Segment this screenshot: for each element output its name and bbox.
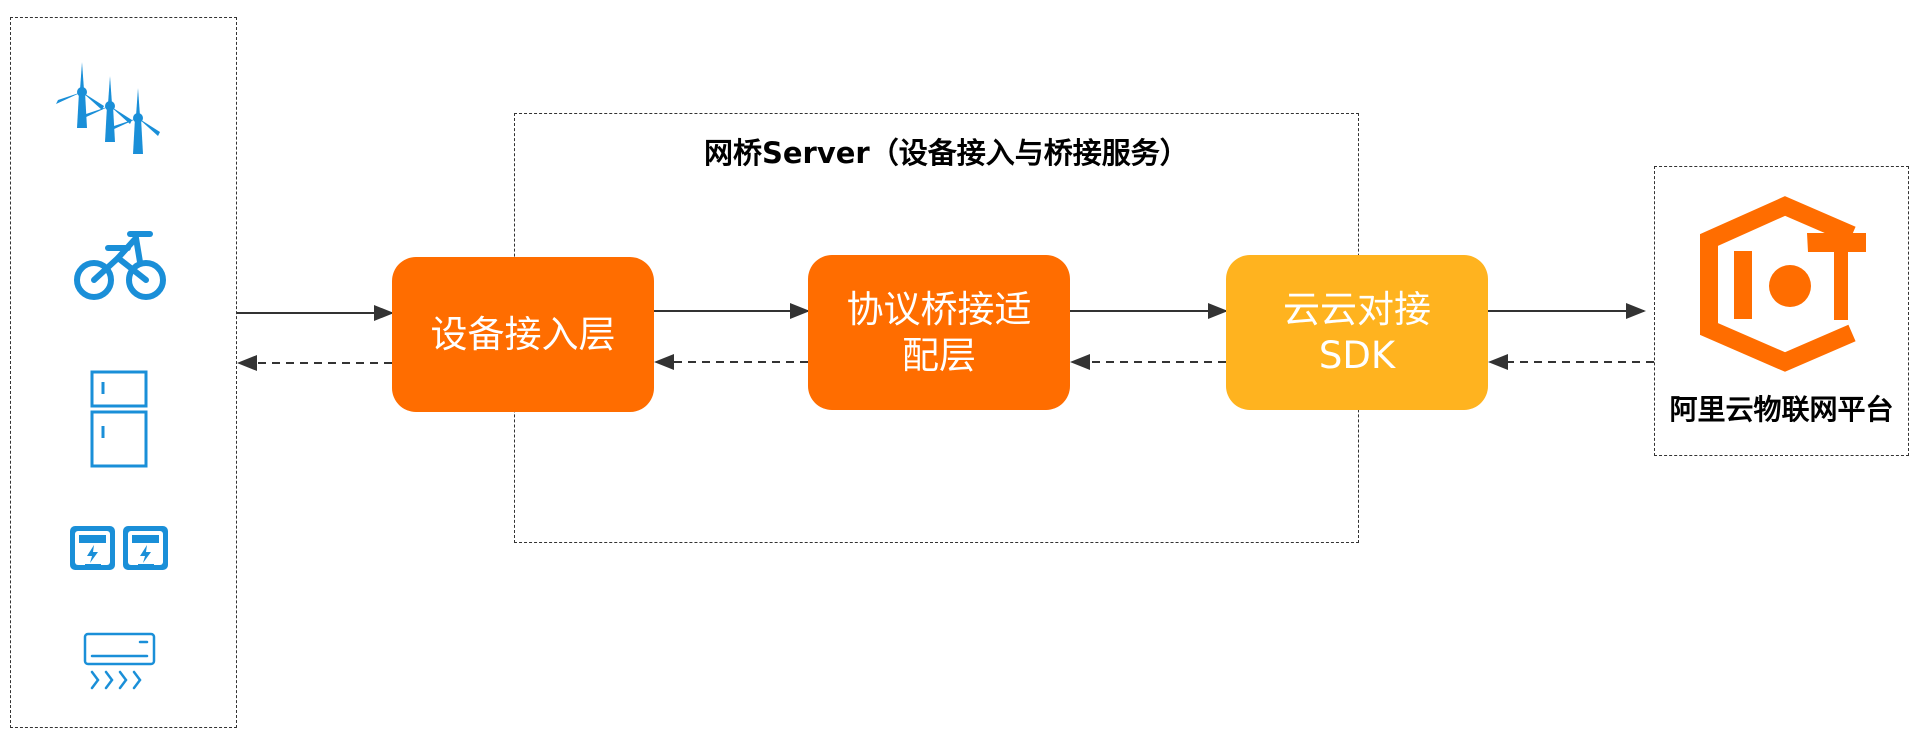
device-access-layer-line1: 设备接入层	[430, 312, 616, 356]
protocol-bridge-layer-line2: 配层	[902, 333, 976, 377]
cloud-sdk-layer: 云云对接 SDK	[1226, 255, 1488, 410]
device-access-layer: 设备接入层	[392, 257, 654, 412]
protocol-bridge-layer: 协议桥接适 配层	[808, 255, 1070, 410]
wind-turbine-icon	[56, 62, 160, 154]
server-title: 网桥Server（设备接入与桥接服务）	[704, 136, 1189, 170]
protocol-bridge-layer-line1: 协议桥接适	[846, 287, 1032, 331]
platform-label: 阿里云物联网平台	[1669, 393, 1894, 426]
platform-container	[1654, 166, 1909, 456]
bicycle-icon	[74, 231, 166, 300]
refrigerator-icon	[90, 370, 148, 468]
meter-icon	[70, 526, 168, 570]
cloud-sdk-layer-line2: SDK	[1318, 333, 1396, 377]
devices-container	[10, 17, 237, 728]
cloud-sdk-layer-line1: 云云对接	[1283, 287, 1431, 331]
air-conditioner-icon	[83, 632, 156, 690]
